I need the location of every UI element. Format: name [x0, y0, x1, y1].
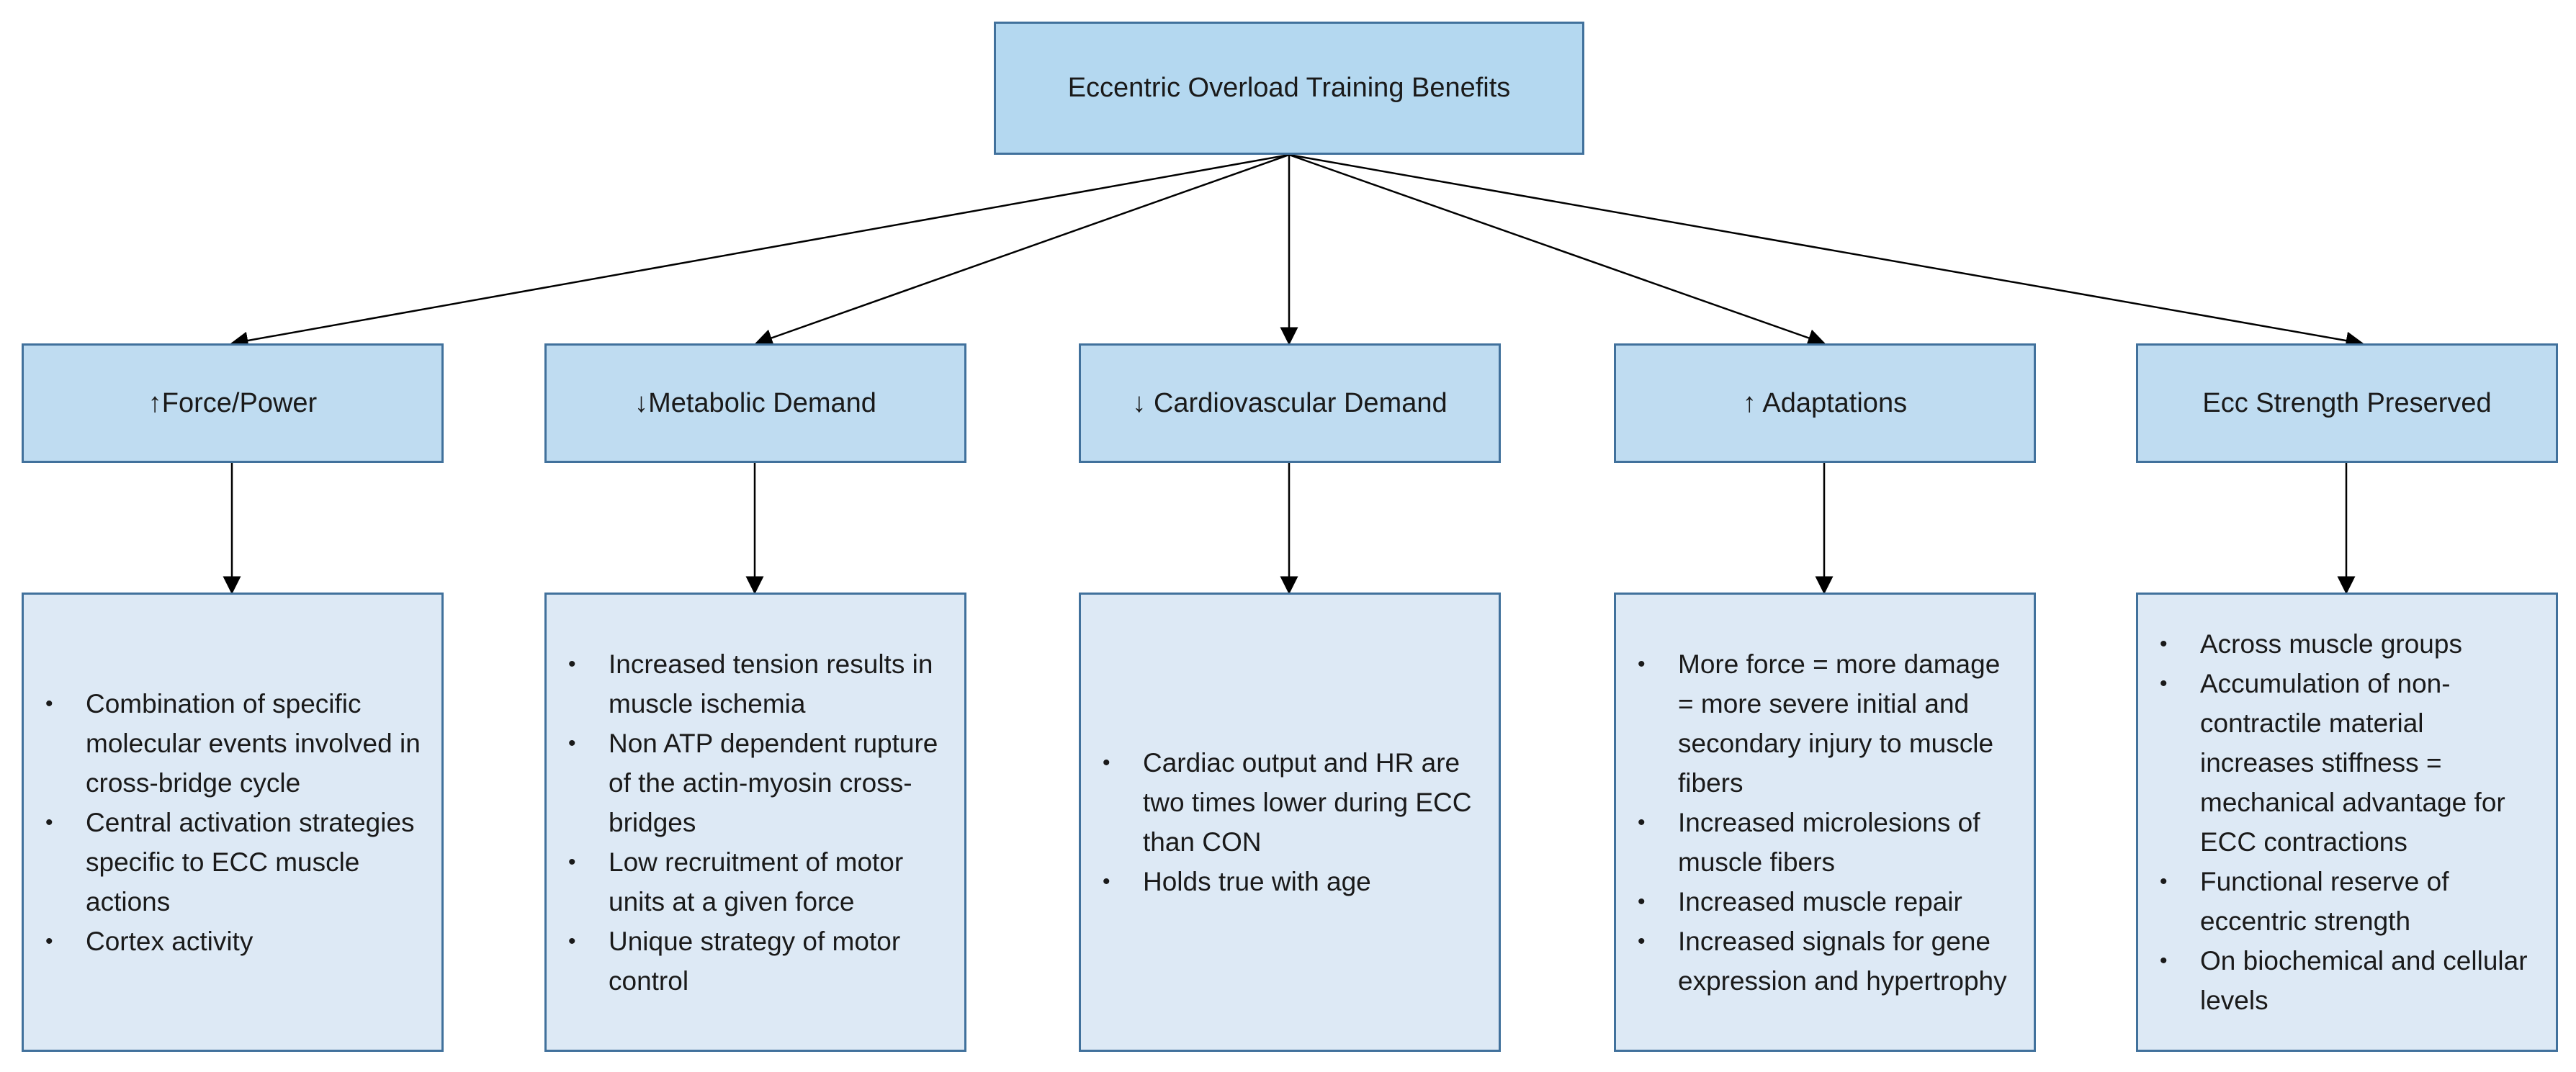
category-label: ↑Force/Power [148, 387, 318, 418]
detail-list: Combination of specific molecular events… [42, 684, 423, 961]
detail-box-adaptations: More force = more damage = more severe i… [1614, 593, 2036, 1052]
detail-list: Across muscle groups Accumulation of non… [2157, 624, 2537, 1020]
arrow-root-to-ecc-strength [1288, 153, 2364, 350]
list-item: Unique strategy of motor control [565, 922, 946, 1001]
arrow-root-to-metabolic [754, 153, 1290, 347]
detail-box-ecc-strength-preserved: Across muscle groups Accumulation of non… [2136, 593, 2558, 1052]
category-box-cardiovascular-demand: ↓ Cardiovascular Demand [1079, 343, 1501, 463]
list-item: More force = more damage = more severe i… [1635, 644, 2015, 803]
list-item: Cortex activity [42, 922, 423, 961]
detail-box-cardiovascular-demand: Cardiac output and HR are two times lowe… [1079, 593, 1501, 1052]
list-item: Cardiac output and HR are two times lowe… [1100, 743, 1480, 862]
list-item: Functional reserve of eccentric strength [2157, 862, 2537, 941]
category-box-ecc-strength-preserved: Ecc Strength Preserved [2136, 343, 2558, 463]
category-box-metabolic-demand: ↓Metabolic Demand [544, 343, 966, 463]
detail-list: More force = more damage = more severe i… [1635, 644, 2015, 1001]
list-item: Holds true with age [1100, 862, 1480, 901]
arrow-root-to-force [230, 153, 1290, 350]
category-box-adaptations: ↑ Adaptations [1614, 343, 2036, 463]
arrow-root-to-adaptations [1288, 153, 1826, 347]
list-item: Low recruitment of motor units at a give… [565, 842, 946, 922]
detail-list: Cardiac output and HR are two times lowe… [1100, 743, 1480, 901]
list-item: Across muscle groups [2157, 624, 2537, 664]
category-box-force-power: ↑Force/Power [22, 343, 444, 463]
list-item: Increased signals for gene expression an… [1635, 922, 2015, 1001]
category-label: ↓ Cardiovascular Demand [1132, 387, 1448, 418]
list-item: Non ATP dependent rupture of the actin-m… [565, 724, 946, 842]
list-item: Central activation strategies specific t… [42, 803, 423, 922]
category-label: ↓Metabolic Demand [634, 387, 876, 418]
list-item: Combination of specific molecular events… [42, 684, 423, 803]
list-item: Increased microlesions of muscle fibers [1635, 803, 2015, 882]
root-box: Eccentric Overload Training Benefits [994, 22, 1584, 155]
list-item: Increased muscle repair [1635, 882, 2015, 922]
detail-box-metabolic-demand: Increased tension results in muscle isch… [544, 593, 966, 1052]
detail-list: Increased tension results in muscle isch… [565, 644, 946, 1001]
list-item: Accumulation of non-contractile material… [2157, 664, 2537, 862]
category-label: ↑ Adaptations [1742, 387, 1908, 418]
list-item: Increased tension results in muscle isch… [565, 644, 946, 724]
detail-box-force-power: Combination of specific molecular events… [22, 593, 444, 1052]
category-label: Ecc Strength Preserved [2202, 387, 2492, 418]
root-title: Eccentric Overload Training Benefits [1067, 73, 1511, 103]
list-item: On biochemical and cellular levels [2157, 941, 2537, 1020]
